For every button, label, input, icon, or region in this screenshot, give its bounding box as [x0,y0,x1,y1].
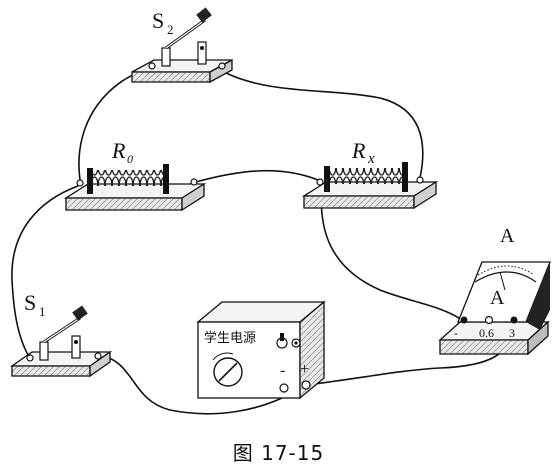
resistor-rx [301,162,439,210]
label-s2-sub: 2 [167,22,174,37]
ammeter-face-label: A [490,287,505,309]
ammeter-mid-label: 0.6 [479,326,494,340]
wire-r0-s1 [11,185,79,356]
wire-s1-supply [97,354,283,415]
switch-s2 [131,7,233,84]
ammeter-top-label: A [500,225,515,247]
label-s2: S 2 [152,8,174,37]
wires [11,67,515,415]
ammeter-max-label: 3 [509,326,515,340]
power-supply-label: 学生电源 [204,330,256,345]
supply-plus-label: + [300,361,309,378]
figure-caption: 图 17-15 [232,441,325,465]
label-rx-sub: x [367,151,375,167]
power-supply: 学生电源 - + [196,300,326,400]
resistor-r0 [63,164,207,212]
wire-s2-r0 [78,67,153,181]
label-rx-main: R [351,138,366,163]
label-rx: R x [351,138,375,167]
label-s2-main: S [152,8,164,33]
label-r0-sub: 0 [127,152,133,166]
label-s1: S 1 [24,290,46,319]
wire-r0-rx [195,169,319,183]
switch-s1 [9,305,113,378]
label-s1-sub: 1 [39,304,46,319]
ammeter-minus-label: - [454,326,458,340]
wire-s2-rx [223,71,424,179]
label-r0: R 0 [111,138,133,166]
supply-minus-label: - [280,362,285,379]
wire-rx-ammeter [320,184,463,321]
ammeter: - 0.6 3 A [438,261,551,356]
label-s1-main: S [24,290,36,315]
label-r0-main: R [111,138,126,163]
